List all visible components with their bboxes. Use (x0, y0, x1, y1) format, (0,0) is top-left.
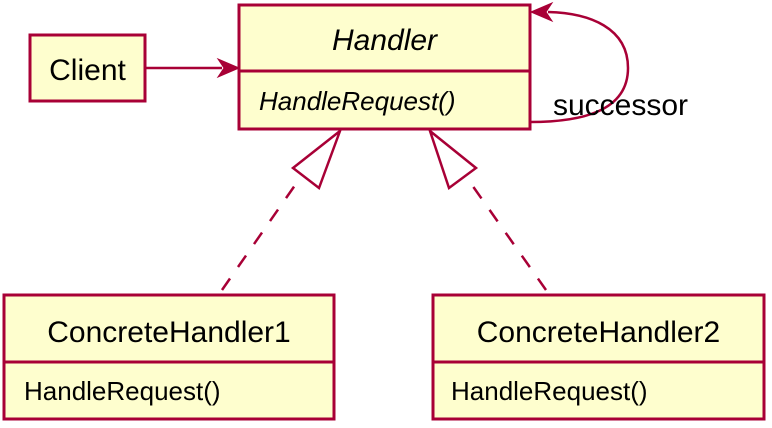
realization-concrete1 (220, 127, 343, 291)
class-client[interactable]: Client (28, 33, 147, 103)
realization-concrete2 (427, 127, 548, 291)
client-handler-association (145, 57, 241, 79)
class-method: HandleRequest() (451, 376, 648, 406)
realization-line (458, 167, 548, 291)
successor-line (529, 10, 630, 124)
realization-triangle (290, 127, 343, 191)
realization-triangle (427, 127, 479, 191)
successor-label: successor (553, 89, 688, 122)
class-name: ConcreteHandler2 (477, 316, 720, 349)
class-box (431, 293, 766, 421)
successor-arrowhead (529, 1, 554, 23)
successor-self-association (529, 1, 630, 124)
class-name: Client (49, 54, 126, 87)
association-arrowhead (216, 57, 241, 79)
realization-line (220, 167, 309, 291)
class-name: ConcreteHandler1 (47, 316, 290, 349)
class-concrete-handler-1[interactable]: ConcreteHandler1 HandleRequest() (2, 293, 336, 421)
class-concrete-handler-2[interactable]: ConcreteHandler2 HandleRequest() (431, 293, 766, 421)
class-method: HandleRequest() (259, 86, 456, 116)
class-box (237, 3, 532, 131)
class-box (28, 33, 147, 103)
class-handler[interactable]: Handler HandleRequest() (237, 3, 532, 131)
class-method: HandleRequest() (24, 376, 221, 406)
class-name: Handler (332, 24, 438, 57)
class-box (2, 293, 336, 421)
